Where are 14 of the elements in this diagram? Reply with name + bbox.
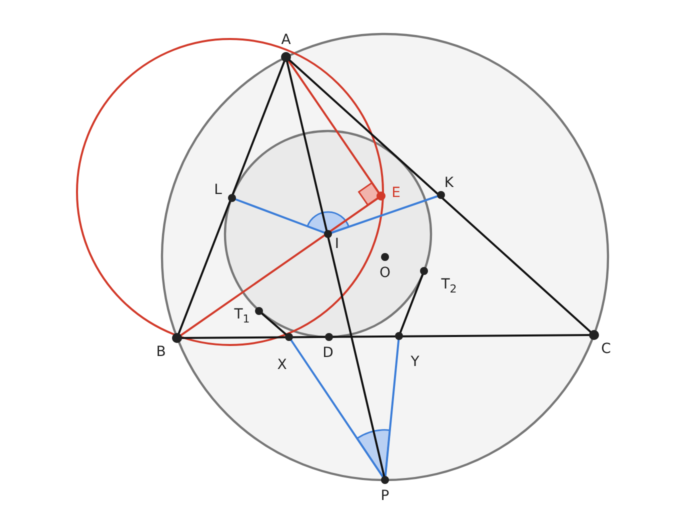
point-label: T$_{2}$: [441, 276, 457, 298]
point-label: O: [379, 265, 391, 281]
point-label: I: [334, 236, 340, 252]
point-label: D: [322, 345, 334, 361]
point-label: A: [281, 32, 291, 48]
point-label: C: [601, 341, 611, 357]
point-label: B: [156, 344, 166, 360]
point-label: K: [444, 175, 454, 191]
point-label: L: [214, 182, 222, 198]
point-label: T$_{1}$: [234, 306, 250, 328]
point-label: Y: [410, 354, 420, 370]
point-label: X: [277, 357, 287, 373]
point-label: P: [380, 488, 390, 504]
point-label: E: [392, 185, 400, 201]
